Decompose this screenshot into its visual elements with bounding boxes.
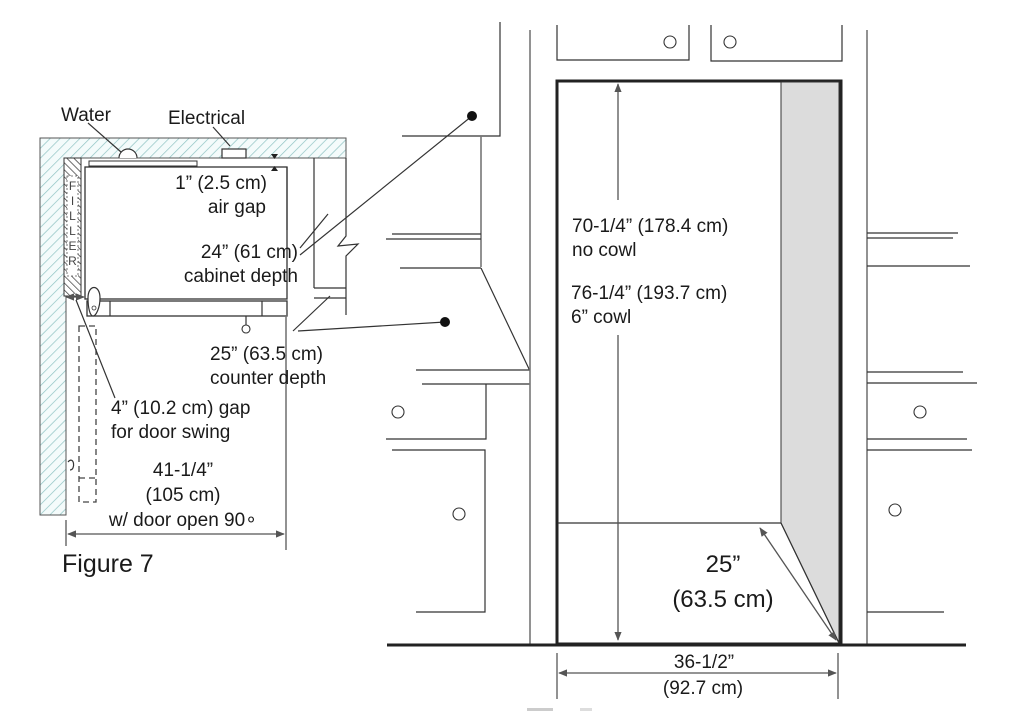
label-air-gap: 1” (2.5 cm) <box>175 173 267 194</box>
hinge-icon <box>87 286 101 317</box>
filler-label: F I L L E R <box>68 179 77 268</box>
label-open-width: 41-1/4” <box>153 460 213 481</box>
label-counter-depth: 25” (63.5 cm) <box>210 344 323 365</box>
front-elevation-view: 70-1/4” (178.4 cm) no cowl 76-1/4” (193.… <box>386 22 977 711</box>
label-cabinet-depth: 24” (61 cm) <box>201 242 298 263</box>
svg-text:F: F <box>69 179 76 193</box>
figure-7-plan-view: F I L L E R <box>39 105 477 578</box>
svg-text:w/ door open 90∘: w/ door open 90∘ <box>108 510 257 531</box>
label-height-cowl: 76-1/4” (193.7 cm) <box>571 283 727 304</box>
callout-dot-cabinet <box>467 111 477 121</box>
water-connection-icon <box>118 148 138 159</box>
svg-text:I: I <box>71 194 74 208</box>
label-water: Water <box>61 105 112 126</box>
label-height-no-cowl: 70-1/4” (178.4 cm) <box>572 216 728 237</box>
label-width: 36-1/2” <box>674 652 734 673</box>
svg-text:(63.5 cm): (63.5 cm) <box>672 586 773 613</box>
label-electrical: Electrical <box>168 108 245 129</box>
svg-text:R: R <box>68 254 77 268</box>
figure-caption: Figure 7 <box>62 550 154 578</box>
refrigerator-door-plan <box>86 300 288 317</box>
callout-dot-counter <box>440 317 450 327</box>
svg-text:6” cowl: 6” cowl <box>571 307 631 328</box>
svg-text:L: L <box>69 209 76 223</box>
label-door-gap: 4” (10.2 cm) gap <box>111 398 250 419</box>
electrical-box-icon <box>221 148 247 159</box>
svg-text:air gap: air gap <box>208 197 266 218</box>
svg-text:L: L <box>69 224 76 238</box>
svg-text:cabinet depth: cabinet depth <box>184 266 298 287</box>
svg-text:(92.7 cm): (92.7 cm) <box>663 678 743 699</box>
svg-text:counter depth: counter depth <box>210 368 326 389</box>
door-open-outline <box>78 325 97 503</box>
svg-text:no cowl: no cowl <box>572 240 636 261</box>
svg-text:E: E <box>68 239 76 253</box>
refrigerator-body-plan <box>84 166 288 300</box>
svg-text:(105 cm): (105 cm) <box>146 485 221 506</box>
svg-text:for door swing: for door swing <box>111 422 230 443</box>
label-depth-25: 25” <box>706 551 741 578</box>
